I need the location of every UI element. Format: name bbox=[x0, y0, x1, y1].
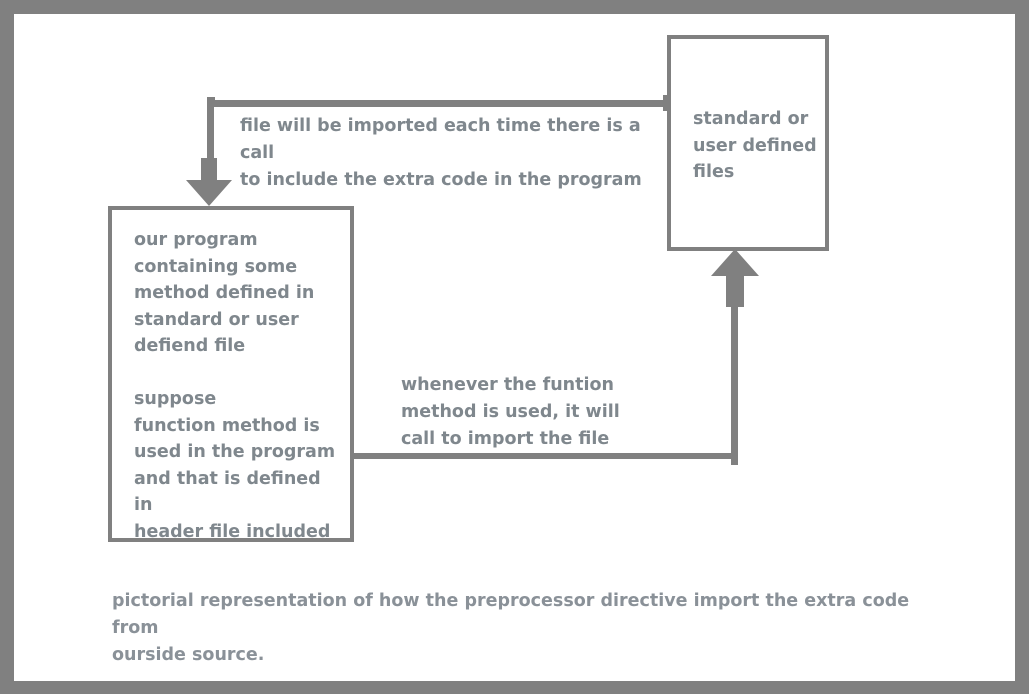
our-program-box-text: our program containing some method defin… bbox=[134, 230, 336, 542]
our-program-box: our program containing some method defin… bbox=[108, 206, 354, 542]
call-connector-vertical bbox=[731, 300, 738, 465]
import-connector-endpoint-tick bbox=[663, 95, 670, 111]
call-connector-horizontal bbox=[352, 453, 738, 459]
import-connector-horizontal bbox=[208, 100, 669, 107]
diagram-caption: pictorial representation of how the prep… bbox=[112, 591, 910, 665]
call-flow-arrow-up bbox=[711, 249, 759, 307]
standard-or-user-defined-files-box-text: standard or user defined files bbox=[693, 109, 817, 182]
standard-or-user-defined-files-box: standard or user defined files bbox=[667, 35, 829, 251]
import-connector-vertical bbox=[207, 100, 214, 162]
call-note-label: whenever the funtion method is used, it … bbox=[401, 375, 620, 449]
import-flow-arrow-down bbox=[186, 158, 232, 206]
import-note-label: file will be imported each time there is… bbox=[240, 116, 642, 190]
